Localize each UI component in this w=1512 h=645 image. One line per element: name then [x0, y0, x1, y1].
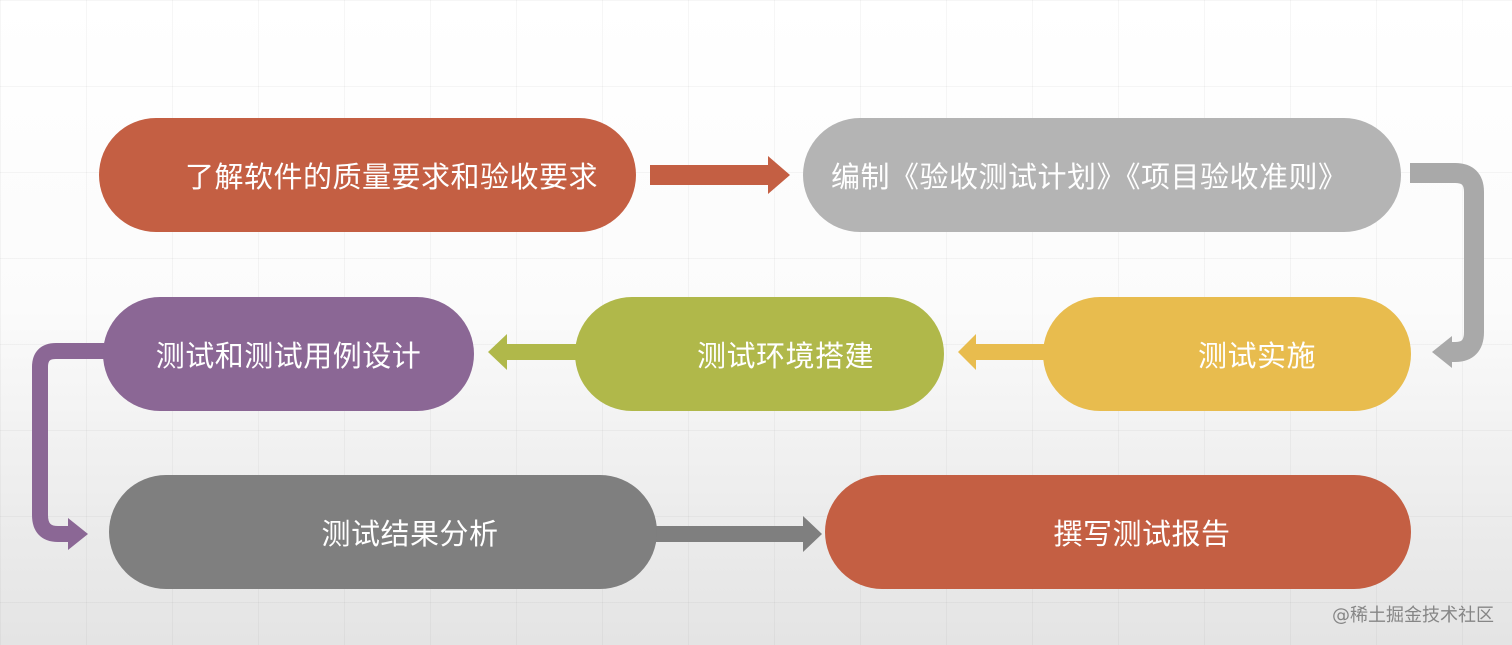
step-write-test-plan: 编制《验收测试计划》《项目验收准则》: [803, 118, 1401, 232]
arrow-step3-to-step4: [958, 334, 1044, 370]
step-label: 测试结果分析: [321, 517, 499, 551]
step-label: 编制《验收测试计划》《项目验收准则》: [831, 160, 1348, 194]
step-label: 测试环境搭建: [696, 339, 874, 373]
step-result-analysis: 测试结果分析: [109, 475, 657, 589]
arrow-step5-to-step6: [32, 343, 104, 550]
watermark: @稀土掘金技术社区: [1332, 605, 1494, 626]
arrow-step1-to-step2: [650, 156, 790, 194]
step-label: 测试实施: [1197, 339, 1316, 373]
step-label: 了解软件的质量要求和验收要求: [185, 160, 599, 194]
step-test-environment-setup: 测试环境搭建: [575, 297, 944, 411]
step-label: 测试和测试用例设计: [155, 339, 422, 373]
step-label: 撰写测试报告: [1053, 517, 1231, 551]
step-test-case-design: 测试和测试用例设计: [103, 297, 474, 411]
step-test-execution: 测试实施: [1043, 297, 1411, 411]
arrow-step4-to-step5: [488, 334, 577, 370]
arrow-step2-to-step3: [1410, 163, 1484, 368]
arrow-step6-to-step7: [655, 516, 822, 552]
step-understand-requirements: 了解软件的质量要求和验收要求: [99, 118, 636, 232]
step-write-test-report: 撰写测试报告: [825, 475, 1411, 589]
